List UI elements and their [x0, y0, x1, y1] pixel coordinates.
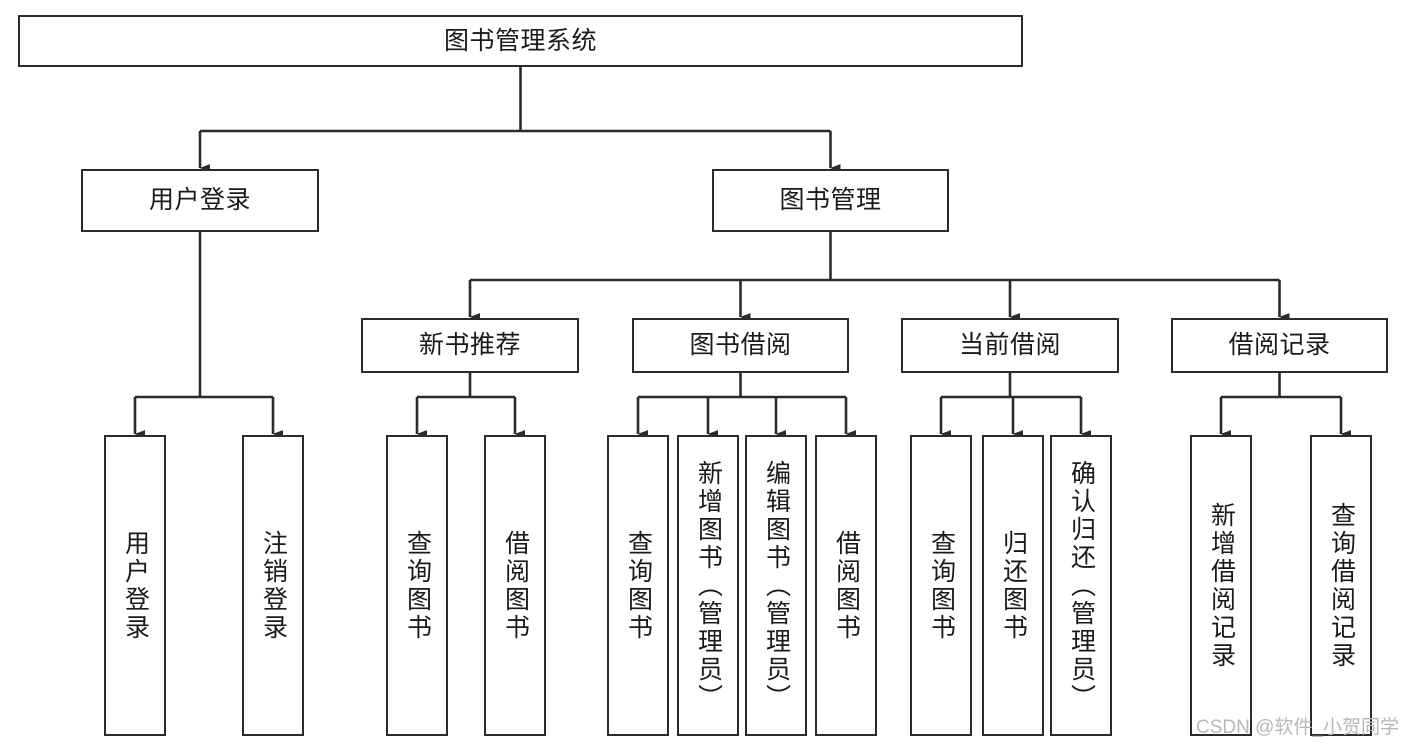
node-bookmgmt: 图书管理	[712, 169, 949, 232]
node-label-leaf-login-1: 用户登录	[121, 529, 150, 642]
node-leaf-rec-2: 查询借阅记录	[1310, 435, 1372, 736]
node-label-leaf-new-2: 借阅图书	[501, 529, 530, 642]
node-label-records: 借阅记录	[1228, 331, 1331, 360]
node-label-leaf-cur-3: 确认归还（管理员）	[1067, 459, 1096, 712]
node-label-current: 当前借阅	[958, 331, 1061, 360]
node-label-leaf-bor-1: 查询图书	[624, 529, 653, 642]
node-newbook: 新书推荐	[361, 318, 579, 373]
node-label-leaf-cur-2: 归还图书	[999, 529, 1028, 642]
node-login: 用户登录	[81, 169, 319, 232]
node-label-leaf-bor-3: 编辑图书（管理员）	[762, 459, 791, 712]
node-leaf-cur-3: 确认归还（管理员）	[1050, 435, 1112, 736]
node-label-newbook: 新书推荐	[418, 331, 521, 360]
node-label-leaf-new-1: 查询图书	[403, 529, 432, 642]
node-leaf-new-2: 借阅图书	[484, 435, 546, 736]
node-leaf-cur-2: 归还图书	[982, 435, 1044, 736]
node-label-leaf-cur-1: 查询图书	[927, 529, 956, 642]
node-leaf-login-2: 注销登录	[242, 435, 304, 736]
node-leaf-bor-4: 借阅图书	[815, 435, 877, 736]
node-label-leaf-bor-2: 新增图书（管理员）	[694, 459, 723, 712]
node-leaf-cur-1: 查询图书	[910, 435, 972, 736]
node-label-leaf-rec-1: 新增借阅记录	[1207, 501, 1236, 670]
csdn-watermark: CSDN @软件_小贺同学	[1196, 717, 1399, 738]
node-leaf-login-1: 用户登录	[104, 435, 166, 736]
node-leaf-bor-1: 查询图书	[607, 435, 669, 736]
node-borrow: 图书借阅	[632, 318, 849, 373]
node-current: 当前借阅	[901, 318, 1119, 373]
node-label-login: 用户登录	[148, 186, 251, 215]
node-label-borrow: 图书借阅	[689, 331, 792, 360]
node-leaf-new-1: 查询图书	[386, 435, 448, 736]
node-label-leaf-login-2: 注销登录	[259, 529, 288, 642]
node-root: 图书管理系统	[18, 15, 1023, 67]
node-leaf-rec-1: 新增借阅记录	[1190, 435, 1252, 736]
node-label-bookmgmt: 图书管理	[779, 186, 882, 215]
node-label-leaf-bor-4: 借阅图书	[832, 529, 861, 642]
node-leaf-bor-2: 新增图书（管理员）	[677, 435, 739, 736]
node-leaf-bor-3: 编辑图书（管理员）	[745, 435, 807, 736]
node-label-root: 图书管理系统	[443, 26, 597, 55]
node-records: 借阅记录	[1171, 318, 1388, 373]
node-label-leaf-rec-2: 查询借阅记录	[1327, 501, 1356, 670]
